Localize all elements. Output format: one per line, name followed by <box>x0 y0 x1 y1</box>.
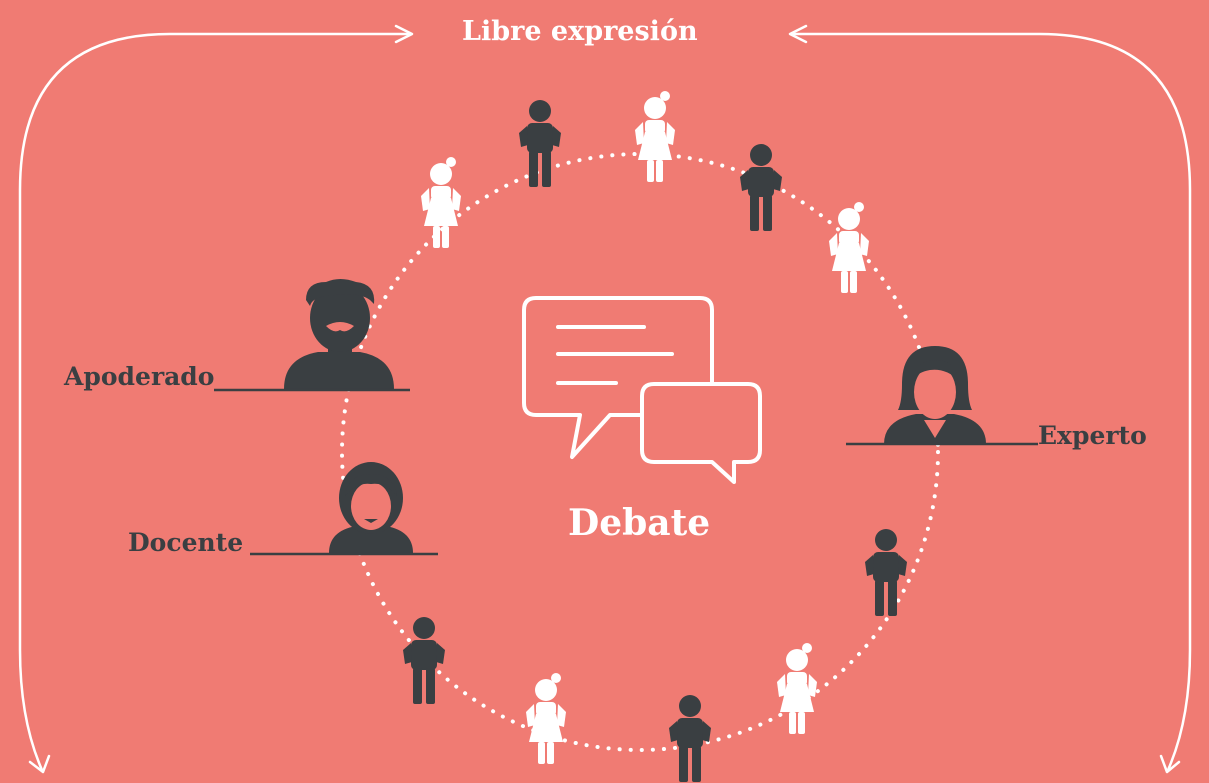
girl-student-icon <box>635 91 675 182</box>
girl-student-icon <box>421 157 461 248</box>
role-label-docente: Docente <box>128 528 244 557</box>
frame-right-line <box>790 32 1192 772</box>
boy-student-icon <box>519 100 561 187</box>
woman-avatar-icon <box>329 462 413 553</box>
bearded-man-avatar-icon <box>284 279 394 389</box>
arrow-down-right-icon <box>1159 754 1181 774</box>
boy-student-icon <box>403 617 445 704</box>
center-label: Debate <box>568 502 711 544</box>
dotted-ring <box>340 152 940 752</box>
arrow-left-icon <box>788 24 808 44</box>
boy-student-icon <box>740 144 782 231</box>
outer-frame <box>18 32 1192 772</box>
girl-student-icon <box>829 202 869 293</box>
frame-left-line <box>18 32 412 772</box>
role-label-apoderado: Apoderado <box>64 362 215 391</box>
frame-arrowheads <box>28 24 1181 774</box>
arrow-down-left-icon <box>28 754 51 774</box>
woman-avatar-icon <box>884 346 986 444</box>
girl-student-icon <box>526 673 566 764</box>
diagram-title: Libre expresión <box>462 16 698 47</box>
boy-student-icon <box>865 529 907 616</box>
girl-student-icon <box>777 643 817 734</box>
boy-student-icon <box>669 695 711 782</box>
speech-bubbles-icon <box>522 296 762 484</box>
role-label-experto: Experto <box>1038 421 1147 450</box>
arrow-right-icon <box>394 24 414 44</box>
